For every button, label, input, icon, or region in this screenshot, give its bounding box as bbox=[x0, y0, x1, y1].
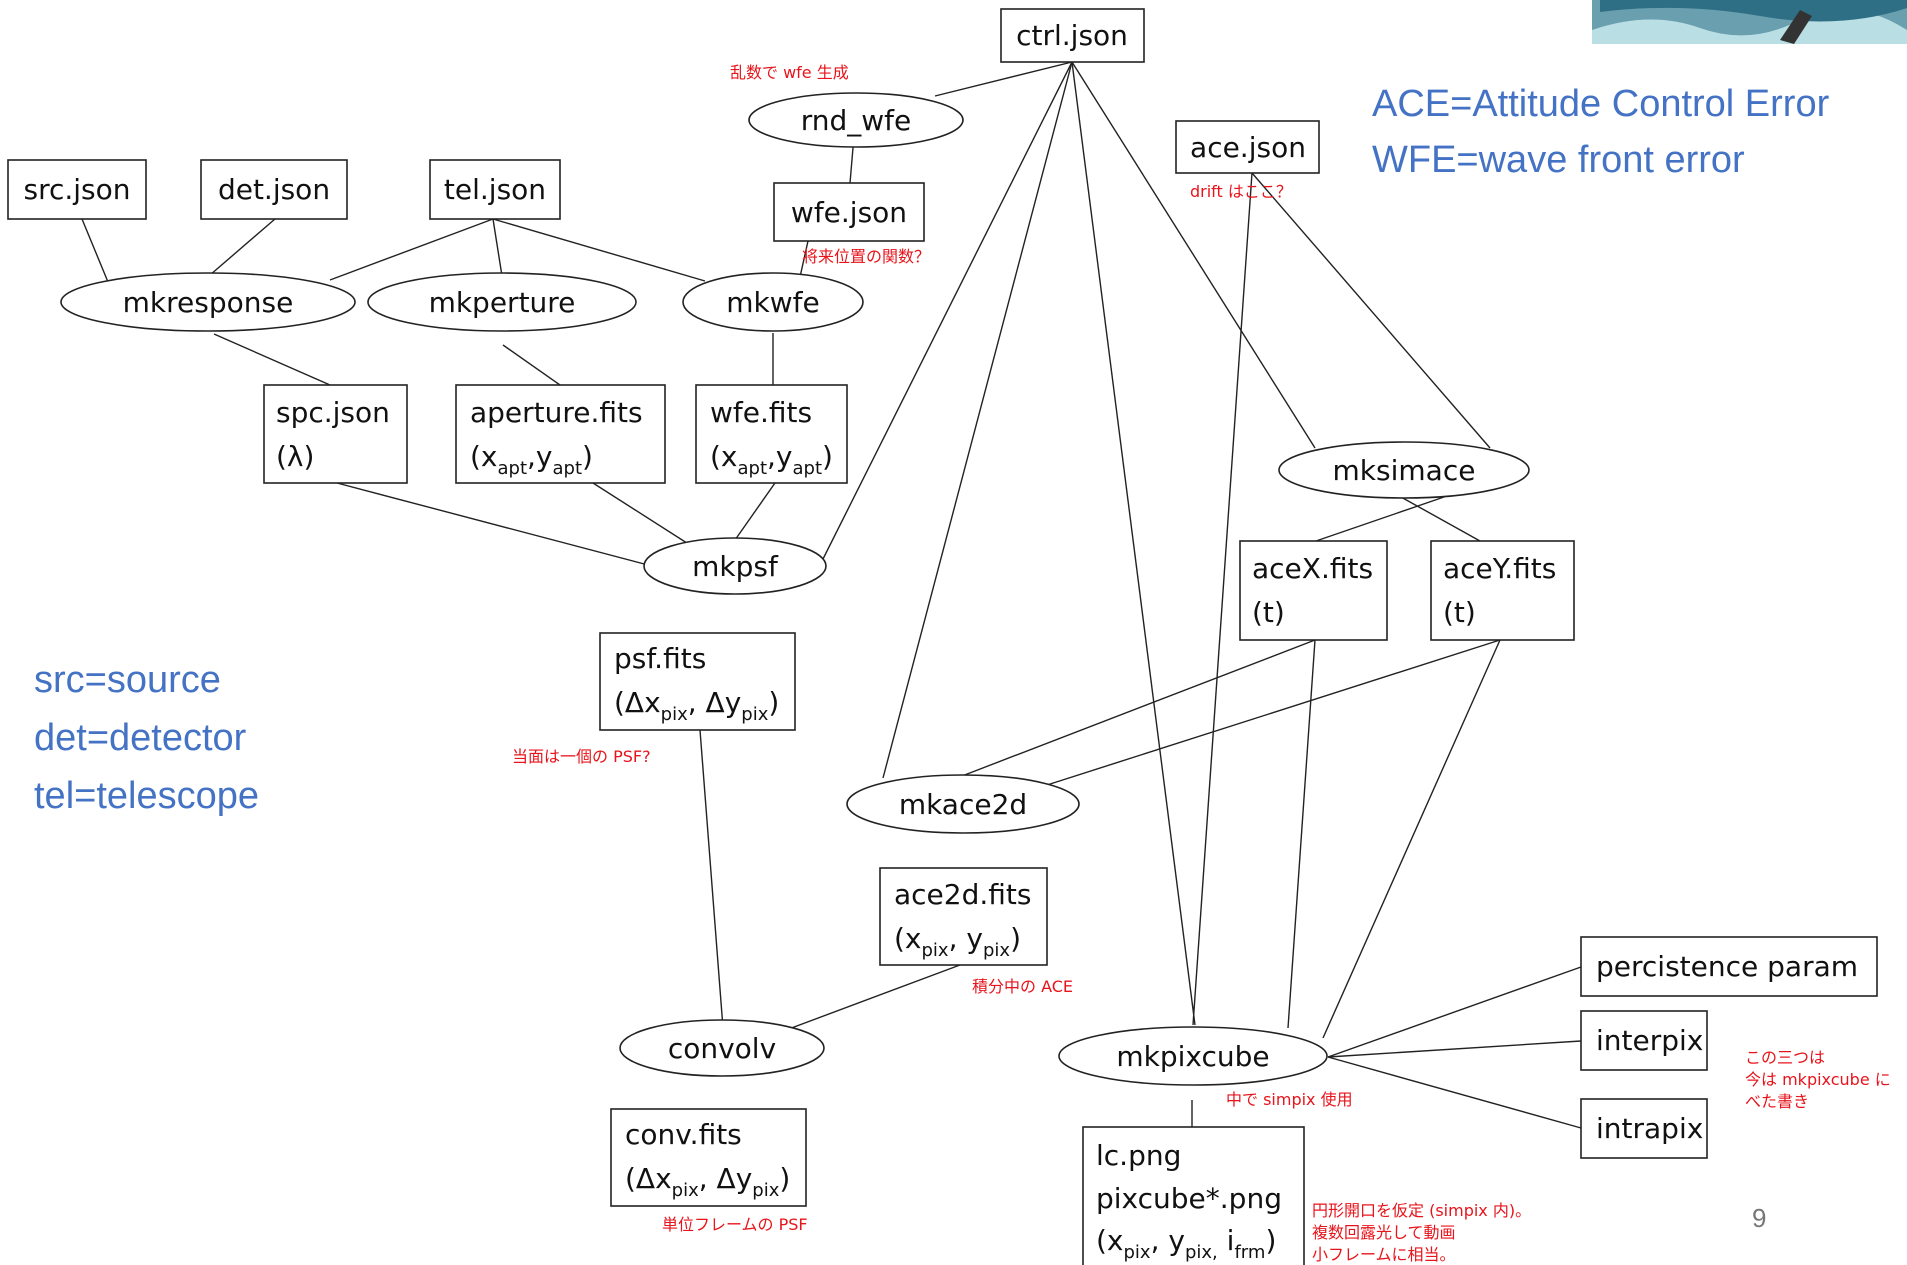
node-mkwfe: mkwfe bbox=[682, 272, 864, 332]
node-label: tel.json bbox=[444, 173, 546, 206]
node-label: ace.json bbox=[1190, 131, 1306, 164]
node-psf-fits: psf.fits (Δxpix, Δypix) bbox=[599, 632, 796, 731]
annotations: 乱数で wfe 生成 drift はここ？ 将来位置の関数？ 当面は一個の PS… bbox=[512, 63, 1891, 1264]
node-label: src.json bbox=[23, 173, 130, 206]
node-spc-json: spc.json (λ) bbox=[263, 384, 408, 484]
note-rnd-wfe: 乱数で wfe 生成 bbox=[730, 63, 849, 82]
node-intrapix: intrapix bbox=[1580, 1098, 1708, 1159]
node-label: (xapt,yapt) bbox=[710, 440, 833, 479]
node-label: wfe.json bbox=[791, 196, 907, 229]
node-label: intrapix bbox=[1596, 1112, 1703, 1145]
node-label: mkwfe bbox=[726, 286, 819, 319]
legend-tel: tel=telescope bbox=[34, 775, 259, 817]
node-acey-fits: aceY.fits (t) bbox=[1430, 540, 1575, 641]
node-wfe-fits: wfe.fits (xapt,yapt) bbox=[695, 384, 848, 484]
note-psf-single: 当面は一個の PSF? bbox=[512, 747, 651, 766]
node-mkpixcube: mkpixcube bbox=[1058, 1026, 1328, 1086]
node-label: (λ) bbox=[276, 440, 314, 473]
node-lc-png: lc.png pixcube*.png (xpix, ypix, ifrm) bbox=[1082, 1126, 1305, 1265]
node-label: mkresponse bbox=[123, 286, 294, 319]
page-number: 9 bbox=[1752, 1203, 1766, 1233]
node-ace-json: ace.json bbox=[1175, 120, 1320, 174]
node-mkpsf: mkpsf bbox=[643, 537, 827, 595]
node-label: mkpixcube bbox=[1116, 1040, 1269, 1073]
node-conv-fits: conv.fits (Δxpix, Δypix) bbox=[610, 1108, 807, 1207]
note-three-line3: べた書き bbox=[1745, 1092, 1809, 1111]
node-tel-json: tel.json bbox=[429, 159, 561, 220]
corner-image bbox=[1592, 0, 1907, 44]
node-mkace2d: mkace2d bbox=[846, 774, 1080, 834]
node-mkperture: mkperture bbox=[367, 272, 637, 332]
note-unit-psf: 単位フレームの PSF bbox=[662, 1215, 808, 1234]
node-label: (Δxpix, Δypix) bbox=[614, 686, 779, 725]
node-src-json: src.json bbox=[7, 159, 147, 220]
node-label: spc.json bbox=[276, 396, 390, 429]
node-label: aceY.fits bbox=[1443, 552, 1556, 585]
node-acex-fits: aceX.fits (t) bbox=[1239, 540, 1388, 641]
node-label: conv.fits bbox=[625, 1118, 742, 1151]
note-lc-line3: 小フレームに相当。 bbox=[1312, 1245, 1456, 1264]
node-ace2d-fits: ace2d.fits (xpix, ypix) bbox=[879, 867, 1048, 966]
node-label: wfe.fits bbox=[710, 396, 812, 429]
edges bbox=[81, 61, 1582, 1129]
node-mkresponse: mkresponse bbox=[60, 272, 356, 332]
note-lc-line1: 円形開口を仮定 (simpix 内)。 bbox=[1312, 1201, 1531, 1220]
legend-wfe: WFE=wave front error bbox=[1372, 139, 1745, 181]
node-interpix: interpix bbox=[1580, 1010, 1708, 1071]
node-label: mkpsf bbox=[692, 550, 779, 583]
node-label: (Δxpix, Δypix) bbox=[625, 1162, 790, 1201]
node-label: lc.png bbox=[1096, 1139, 1181, 1172]
node-ctrl-json: ctrl.json bbox=[1000, 8, 1145, 63]
node-label: mkace2d bbox=[899, 788, 1027, 821]
node-label: percistence param bbox=[1596, 950, 1858, 983]
node-label: ace2d.fits bbox=[894, 878, 1031, 911]
note-three-line2: 今は mkpixcube に bbox=[1745, 1070, 1891, 1089]
node-label: (xpix, ypix, ifrm) bbox=[1096, 1224, 1276, 1263]
note-wfe-future: 将来位置の関数？ bbox=[802, 247, 930, 266]
node-label: (xapt,yapt) bbox=[470, 440, 593, 479]
node-label: interpix bbox=[1596, 1024, 1703, 1057]
legend-ace: ACE=Attitude Control Error bbox=[1372, 83, 1830, 125]
satellite-icon bbox=[1780, 10, 1812, 44]
node-aperture-fits: aperture.fits (xapt,yapt) bbox=[455, 384, 666, 484]
node-label: (t) bbox=[1252, 596, 1285, 629]
note-lc-line2: 複数回露光して動画 bbox=[1312, 1223, 1456, 1242]
node-label: psf.fits bbox=[614, 642, 706, 675]
legend-src: src=source bbox=[34, 659, 221, 701]
node-label: pixcube*.png bbox=[1096, 1182, 1282, 1215]
node-convolv: convolv bbox=[619, 1019, 825, 1077]
node-label: det.json bbox=[218, 173, 330, 206]
node-label: mkperture bbox=[429, 286, 576, 319]
legend: ACE=Attitude Control Error WFE=wave fron… bbox=[34, 83, 1830, 817]
node-label: aperture.fits bbox=[470, 396, 643, 429]
node-rnd-wfe: rnd_wfe bbox=[748, 92, 964, 148]
note-ace-integ: 積分中の ACE bbox=[972, 977, 1073, 996]
node-label: convolv bbox=[668, 1032, 776, 1065]
note-ace-drift: drift はここ？ bbox=[1190, 182, 1292, 201]
node-mksimace: mksimace bbox=[1278, 441, 1530, 499]
node-label: mksimace bbox=[1333, 454, 1476, 487]
node-label: rnd_wfe bbox=[801, 104, 912, 137]
node-wfe-json: wfe.json bbox=[773, 182, 925, 242]
node-label: (xpix, ypix) bbox=[894, 922, 1021, 961]
note-three-line1: この三つは bbox=[1745, 1048, 1825, 1067]
note-simpix-use: 中で simpix 使用 bbox=[1226, 1090, 1353, 1109]
node-det-json: det.json bbox=[200, 159, 348, 220]
node-label: aceX.fits bbox=[1252, 552, 1373, 585]
node-label: ctrl.json bbox=[1016, 19, 1128, 52]
node-persistence-param: percistence param bbox=[1580, 936, 1878, 997]
legend-det: det=detector bbox=[34, 717, 247, 759]
node-label: (t) bbox=[1443, 596, 1476, 629]
